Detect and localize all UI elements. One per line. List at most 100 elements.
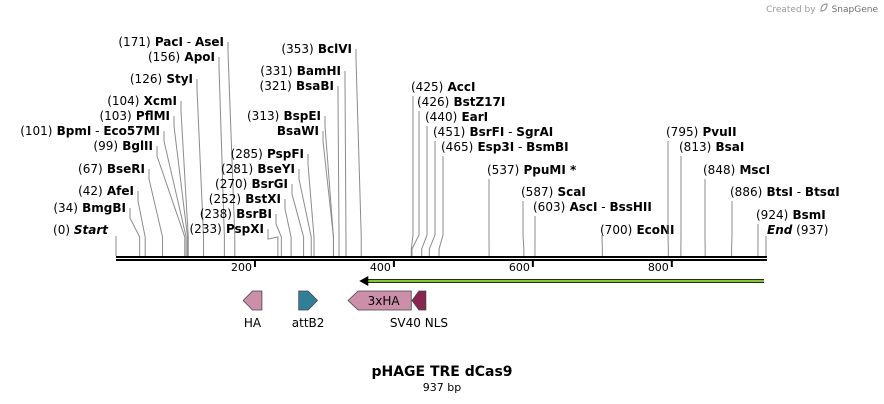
site-position: (587) (521, 185, 553, 199)
site-connector (129, 208, 141, 256)
map-title: pHAGE TRE dCas9 (371, 364, 513, 380)
site-position: - (91, 124, 103, 138)
credit-prefix: Created by (766, 4, 816, 15)
restriction-site-asci: (603) AscI - BssHII (533, 200, 652, 214)
site-connector (267, 229, 279, 256)
end-name: End (767, 223, 793, 237)
site-name: BssHII (609, 200, 651, 214)
site-name: AscI (565, 200, 597, 214)
feature-label: SV40 NLS (390, 316, 448, 330)
restriction-site-bpmi: (101) BpmI - Eco57MI (20, 124, 160, 138)
site-connector (284, 199, 292, 256)
restriction-site-paci: (171) PacI - AseI (118, 35, 224, 49)
site-position: (99) (93, 139, 118, 153)
restriction-site-xcmi: (104) XcmI (107, 94, 177, 108)
site-name: BtsαI (805, 185, 840, 199)
site-connector (421, 126, 428, 256)
restriction-site-bglii: (99) BglII (93, 139, 153, 153)
site-name: BstZ17I (449, 95, 505, 109)
site-name: PacI (151, 35, 183, 49)
snapgene-credit: Created by SnapGene (766, 3, 878, 16)
site-name: AfeI (103, 184, 134, 198)
restriction-site-scai: (587) ScaI (521, 185, 586, 199)
site-position: (426) (417, 95, 449, 109)
site-name: BpmI (52, 124, 91, 138)
restriction-site-bspei: (313) BspEI (247, 109, 321, 123)
site-position: (353) (281, 42, 313, 56)
site-connector (227, 42, 236, 256)
site-position: - (514, 140, 526, 154)
site-name: BstXI (241, 192, 281, 206)
restriction-site-acci: (425) AccI (411, 80, 475, 94)
site-position: (886) (730, 185, 762, 199)
feature-3xha (347, 290, 412, 311)
site-position: (440) (425, 110, 457, 124)
site-position: (233) (190, 222, 222, 236)
site-position: (451) (433, 125, 465, 139)
site-connector (337, 86, 340, 256)
site-name: PflMI (132, 109, 170, 123)
site-connector (355, 49, 362, 256)
restriction-site-bsabi: (321) BsaBI (260, 79, 334, 93)
site-name: BsaBI (292, 79, 334, 93)
end-position: (937) (792, 223, 828, 237)
site-name: PvuII (698, 125, 736, 139)
site-position: (67) (78, 162, 103, 176)
site-position: (848) (703, 163, 735, 177)
site-position: (156) (148, 50, 180, 64)
site-position: (270) (215, 177, 247, 191)
site-position: - (183, 35, 195, 49)
site-position: - (597, 200, 609, 214)
ruler-tick-label: 800 (648, 261, 669, 274)
site-name: PspXI (222, 222, 264, 236)
site-connector (344, 71, 347, 256)
site-connector (298, 169, 312, 256)
ruler-tick-label: 400 (370, 261, 391, 274)
start-position: (0) (53, 223, 74, 237)
site-name: EarI (457, 110, 488, 124)
site-position: (104) (107, 94, 139, 108)
site-name: AccI (443, 80, 475, 94)
site-position: (425) (411, 80, 443, 94)
site-connector (410, 96, 414, 256)
site-name: BsrBI (232, 207, 272, 221)
site-position: (313) (247, 109, 279, 123)
site-position: (537) (487, 163, 519, 177)
restriction-site-bmgbi: (34) BmgBI (53, 201, 126, 215)
site-connector (428, 141, 436, 256)
restriction-site-bsrfi: (451) BsrFI - SgrAI (433, 125, 553, 139)
site-name: Esp3I (473, 140, 514, 154)
site-name: BseRI (103, 162, 145, 176)
site-position: (281) (221, 162, 253, 176)
restriction-site-apoi: (156) ApoI (148, 50, 215, 64)
restriction-site-styi: (126) StyI (130, 72, 193, 86)
feature-label: 3xHA (368, 294, 401, 308)
restriction-site-ppumi-: (537) PpuMI * (487, 163, 577, 177)
restriction-site-bsrbi: (238) BsrBI (200, 207, 272, 221)
restriction-site-eari: (440) EarI (425, 110, 488, 124)
site-position: (603) (533, 200, 565, 214)
site-position: (42) (78, 184, 103, 198)
site-connector (218, 57, 225, 256)
site-name: MscI (735, 163, 770, 177)
restriction-site-bseyi: (281) BseYI (221, 162, 295, 176)
site-position: (171) (118, 35, 150, 49)
restriction-site-esp3i: (465) Esp3I - BsmBI (441, 140, 569, 154)
restriction-site-bsawi: BsaWI (277, 124, 319, 138)
site-name: BglII (118, 139, 153, 153)
site-connector (148, 169, 164, 256)
restriction-site-econi: (700) EcoNI (600, 223, 675, 237)
restriction-site-pspfi: (285) PspFI (231, 147, 304, 161)
restriction-site-bstxi: (252) BstXI (209, 192, 281, 206)
map-length: 937 bp (422, 381, 462, 394)
site-connector (275, 214, 282, 256)
site-name: BsaI (711, 140, 744, 154)
site-position: (103) (99, 109, 131, 123)
site-connector (307, 154, 315, 256)
restriction-site-pvuii: (795) PvuII (666, 125, 737, 139)
site-connector (173, 116, 189, 256)
site-position: (700) (600, 223, 632, 237)
restriction-site-btsi: (886) BtsI - BtsαI (730, 185, 840, 199)
site-name: PpuMI * (519, 163, 577, 177)
